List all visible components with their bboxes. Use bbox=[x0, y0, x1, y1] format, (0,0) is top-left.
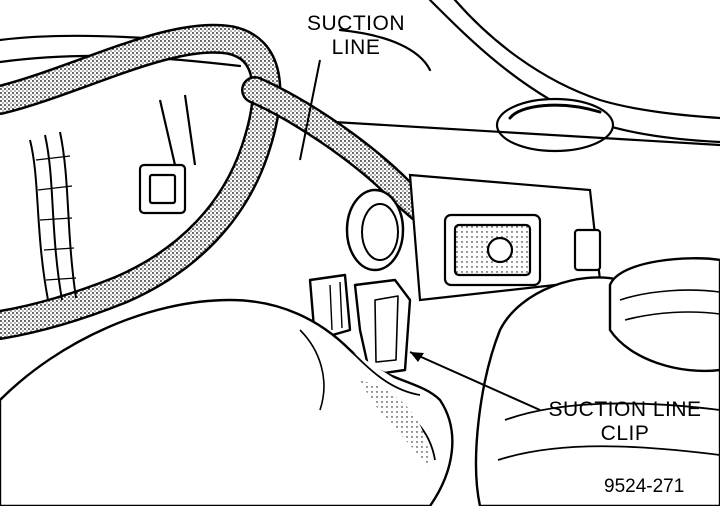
clip-callout-line2: CLIP bbox=[600, 422, 650, 445]
clip-leader bbox=[409, 351, 541, 411]
clip-callout-line1: SUCTION LINE bbox=[548, 398, 702, 421]
wiring-harness bbox=[29, 131, 77, 301]
technician-hand bbox=[0, 298, 454, 508]
figure-number: 9524-271 bbox=[604, 476, 685, 497]
mount-bracket bbox=[138, 94, 197, 215]
expansion-valve-block bbox=[408, 173, 602, 302]
coolant-reservoir bbox=[474, 257, 720, 508]
suction-line-callout-line2: LINE bbox=[331, 36, 381, 59]
suction-line-callout-line1: SUCTION bbox=[307, 12, 405, 35]
suction-line-clip bbox=[308, 273, 412, 377]
suction-line-callout: SUCTION LINE bbox=[296, 12, 416, 60]
body-opening bbox=[495, 97, 615, 153]
heater-hose bbox=[0, 23, 282, 340]
suction-line-leader bbox=[299, 59, 321, 161]
suction-line-clip-callout: SUCTION LINE CLIP bbox=[540, 398, 710, 446]
